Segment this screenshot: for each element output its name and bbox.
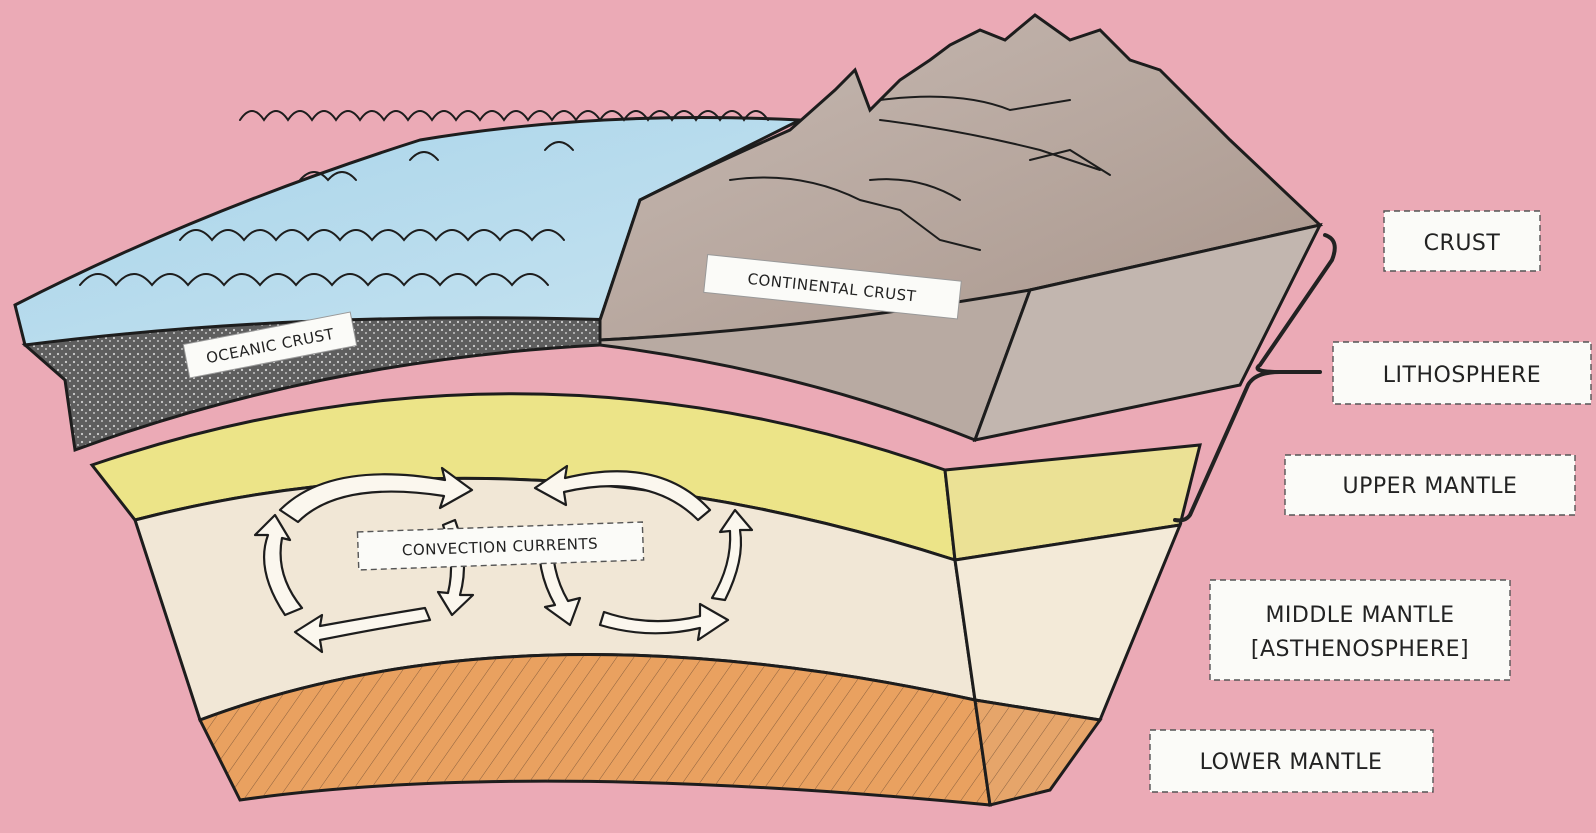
arrow-left-bottom-icon [293,606,432,654]
convection-currents-label: CONVECTION CURRENTS [356,521,645,571]
svg-text:LITHOSPHERE: LITHOSPHERE [1383,363,1541,388]
tag-lower-mantle: LOWER MANTLE [1149,729,1434,793]
crust-block [13,13,1324,453]
arrow-right-bottom-icon [598,602,730,642]
tag-crust: CRUST [1383,210,1541,272]
svg-text:[ASTHENOSPHERE]: [ASTHENOSPHERE] [1251,637,1469,662]
continental-crust-label: CONTINENTAL CRUST [703,253,962,320]
arrow-right-up-icon [710,508,754,602]
arrow-left-up-icon [253,513,304,617]
arrow-right-top-icon [533,464,712,522]
svg-text:CRUST: CRUST [1424,231,1501,256]
lithosphere-bracket [1173,233,1337,523]
mantle-side-middle [953,523,1183,722]
tag-upper-mantle: UPPER MANTLE [1284,454,1576,516]
continent-side-face [972,222,1323,443]
svg-text:LOWER MANTLE: LOWER MANTLE [1200,750,1383,775]
mantle-block [89,392,1202,807]
svg-text:UPPER MANTLE: UPPER MANTLE [1343,474,1518,499]
tag-lithosphere: LITHOSPHERE [1332,341,1592,405]
tag-middle-mantle: MIDDLE MANTLE [ASTHENOSPHERE] [1209,579,1511,681]
arrow-left-top-icon [278,466,474,524]
svg-text:MIDDLE MANTLE: MIDDLE MANTLE [1265,603,1454,628]
